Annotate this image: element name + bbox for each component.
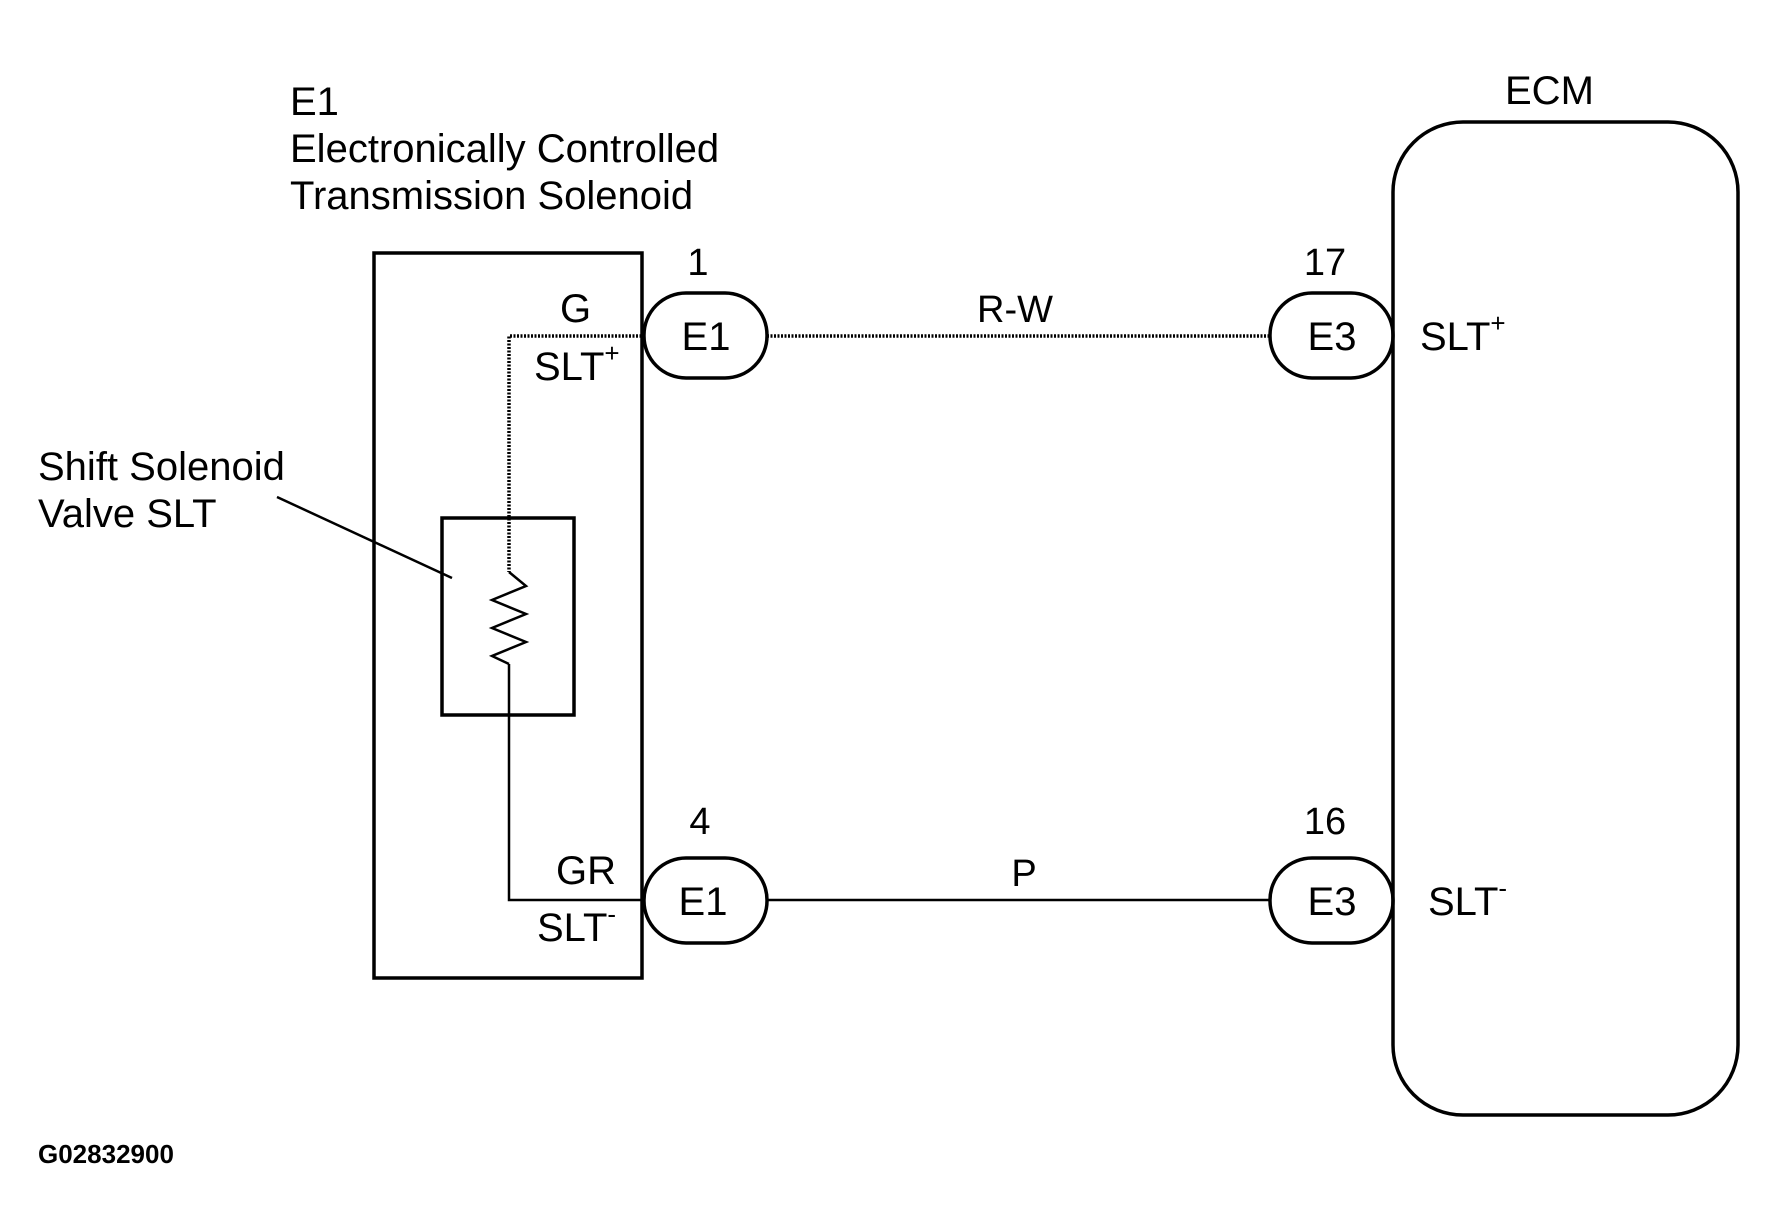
top-solenoid-wire-color: G [560, 287, 591, 331]
ecm-label: ECM [1505, 69, 1594, 113]
figure-id: G02832900 [38, 1139, 174, 1169]
top-left-pin: 1 [687, 242, 708, 284]
top-wire-color: R-W [977, 289, 1053, 331]
internal-wire-bottom [507, 664, 645, 902]
bottom-right-pin: 16 [1304, 801, 1346, 843]
solenoid-housing [372, 251, 644, 980]
solenoid-title-line2: Transmission Solenoid [290, 174, 693, 218]
bottom-right-connector-label: E3 [1308, 880, 1357, 924]
solenoid-code: E1 [290, 80, 339, 124]
top-right-pin: 17 [1304, 242, 1346, 284]
bottom-solenoid-term: SLT- [537, 899, 616, 950]
top-ecm-term: SLT+ [1420, 308, 1506, 359]
bottom-left-connector-label: E1 [679, 880, 728, 924]
bottom-wire-color: P [1011, 853, 1036, 895]
valve-leader-line [276, 495, 453, 580]
top-left-connector-label: E1 [682, 315, 731, 359]
valve-label-line2: Valve SLT [38, 492, 217, 536]
ecm-block [1391, 120, 1740, 1117]
solenoid-coil-icon [488, 571, 530, 666]
valve-label-line1: Shift Solenoid [38, 445, 285, 489]
top-solenoid-term: SLT+ [534, 338, 620, 389]
solenoid-title-line1: Electronically Controlled [290, 127, 719, 171]
bottom-ecm-term: SLT- [1428, 873, 1507, 924]
top-right-connector-label: E3 [1308, 315, 1357, 359]
bottom-solenoid-wire-color: GR [556, 849, 616, 893]
bottom-left-pin: 4 [689, 801, 710, 843]
